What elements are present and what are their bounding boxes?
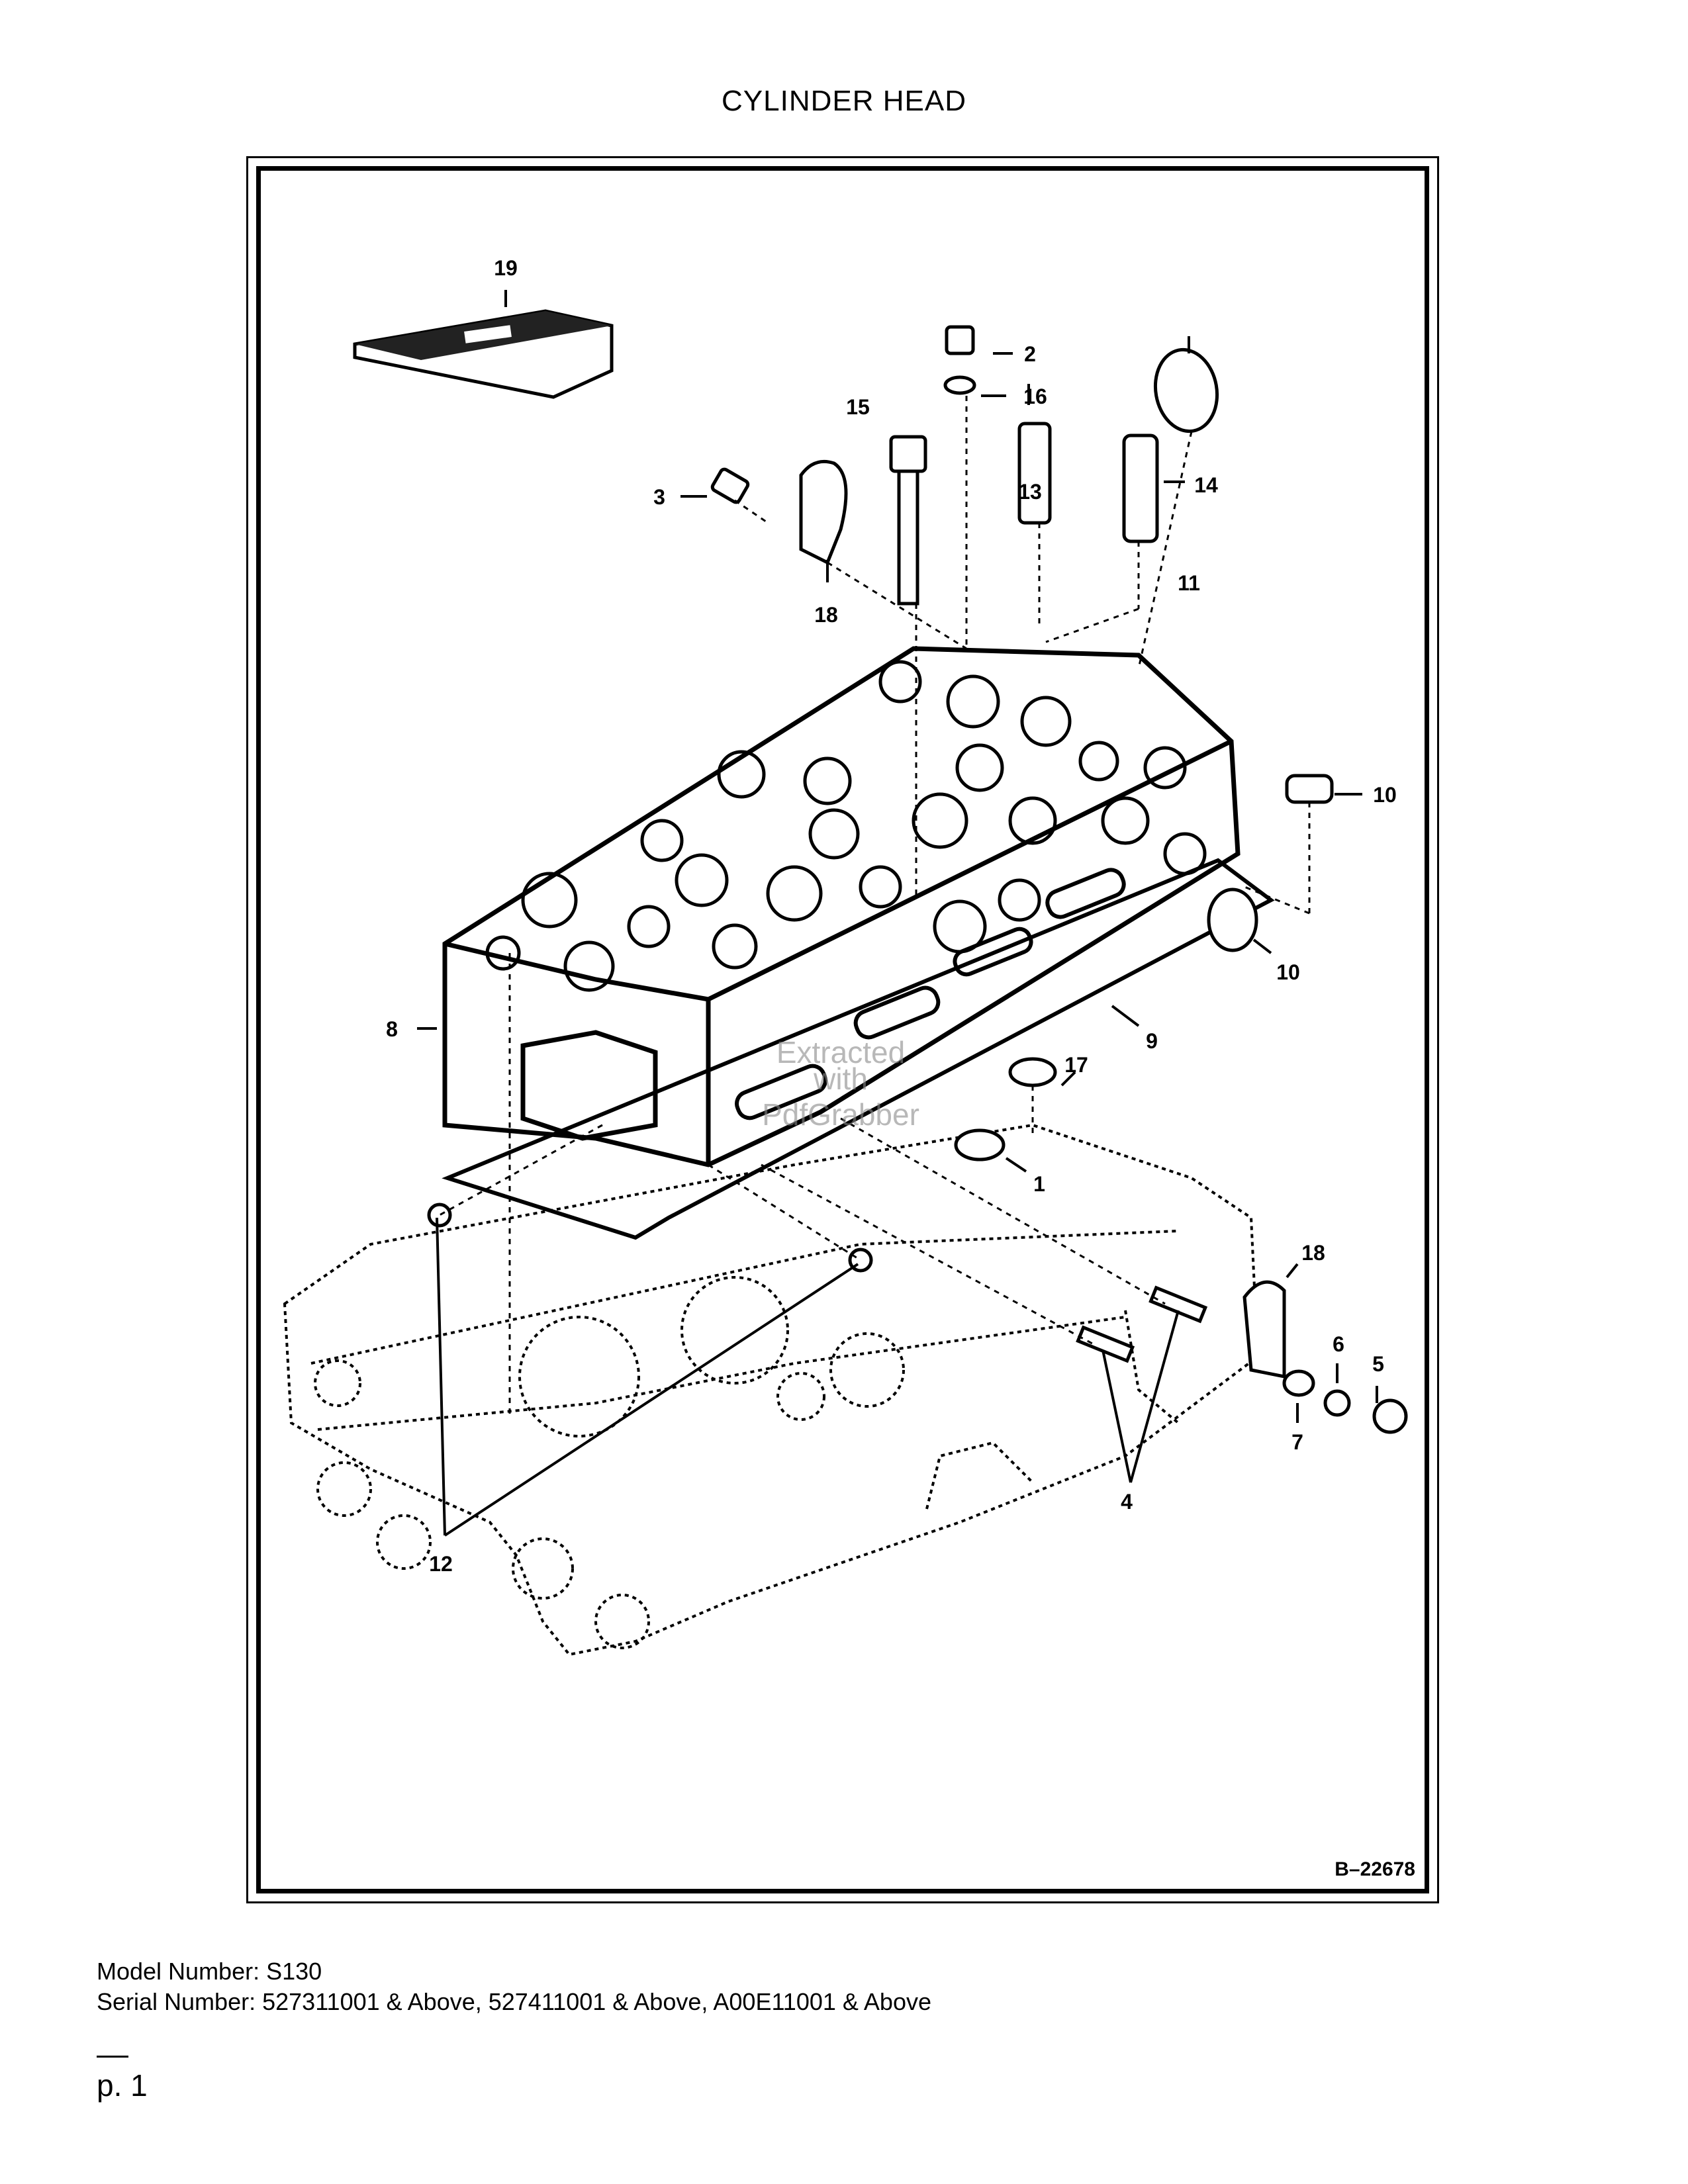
callout-13: 13	[1018, 480, 1042, 504]
callout-19: 19	[494, 256, 518, 280]
cylinder-head-body	[442, 646, 1241, 1167]
callout-17: 17	[1064, 1053, 1088, 1077]
gasket-kit-box	[353, 309, 614, 399]
callout-14: 14	[1194, 473, 1218, 497]
callout-18-upper: 18	[814, 603, 838, 627]
callout-18-lower: 18	[1301, 1241, 1325, 1265]
callout-2: 2	[1024, 342, 1036, 366]
callout-7: 7	[1291, 1430, 1303, 1454]
callout-4: 4	[1121, 1490, 1133, 1514]
head-gasket	[442, 858, 1275, 1240]
serial-number-value: 527311001 & Above, 527411001 & Above, A0…	[262, 1988, 931, 2015]
callout-9: 9	[1146, 1029, 1158, 1053]
callout-10-upper: 10	[1373, 783, 1397, 807]
diagram-frame-inner	[256, 166, 1429, 1893]
callout-11: 11	[1178, 571, 1200, 595]
page-number-rule	[97, 2056, 128, 2058]
engine-block-outline	[283, 1123, 1260, 1657]
watermark-line-3: PdfGrabber	[762, 1097, 919, 1132]
model-number-label: Model Number:	[97, 1958, 260, 1985]
callout-10-lower: 10	[1276, 960, 1300, 984]
dashed-guide-lines	[439, 396, 1311, 1416]
leader-lines	[417, 290, 1378, 1537]
callout-8: 8	[386, 1017, 398, 1041]
cylinder-head-ports	[485, 660, 1207, 992]
model-number-value: S130	[266, 1958, 322, 1985]
serial-number-line: Serial Number: 527311001 & Above, 527411…	[97, 1988, 931, 2016]
callout-5: 5	[1372, 1352, 1384, 1376]
callout-15: 15	[846, 395, 870, 419]
diagram-frame	[246, 156, 1439, 1903]
callout-16: 16	[1023, 385, 1047, 408]
page-title: CYLINDER HEAD	[722, 85, 966, 117]
callout-6: 6	[1333, 1332, 1344, 1356]
callout-3: 3	[653, 485, 665, 509]
model-number-line: Model Number: S130	[97, 1958, 322, 1985]
watermark-line-2: with	[813, 1062, 868, 1096]
serial-number-label: Serial Number:	[97, 1988, 256, 2015]
callout-12: 12	[429, 1552, 453, 1576]
diagram-reference-code: B–22678	[1335, 1858, 1415, 1880]
callout-1: 1	[1033, 1172, 1045, 1196]
fastener-parts	[427, 325, 1408, 1434]
watermark-line-1: Extracted	[776, 1035, 905, 1069]
page-number: p. 1	[97, 2068, 148, 2103]
